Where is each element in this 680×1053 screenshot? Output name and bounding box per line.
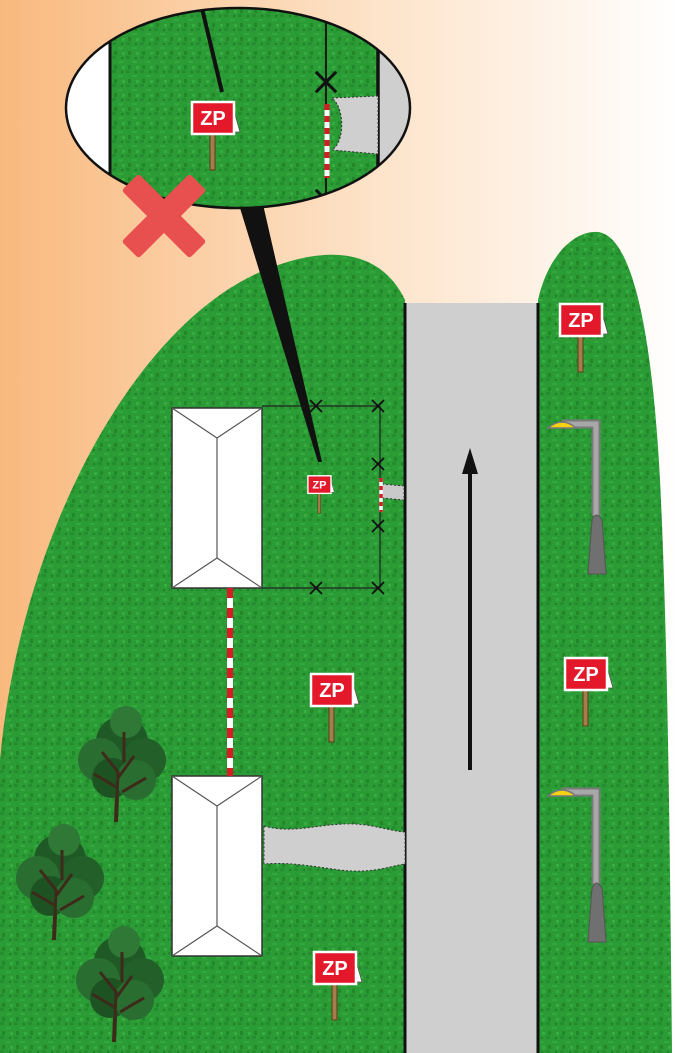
tent-upper [171,407,263,589]
zp-sign-small: ZP [307,475,335,514]
svg-text:ZP: ZP [319,680,345,702]
direction-arrow-icon [462,448,478,770]
svg-text:ZP: ZP [200,108,226,130]
zp-sign-left-middle: ZP [309,672,361,744]
path-lower [263,823,406,872]
right-grass-area [538,231,672,1053]
tent-lower [171,775,263,957]
callout-pointer [240,200,322,462]
svg-text:ZP: ZP [568,310,594,332]
red-x-icon [122,174,206,258]
path-upper [381,483,405,501]
svg-text:ZP: ZP [573,664,599,686]
zp-sign-left-bottom: ZP [312,950,364,1022]
zp-sign-right-top: ZP [558,302,610,374]
svg-text:ZP: ZP [322,958,348,980]
zp-sign-right-middle: ZP [563,656,615,728]
zp-sign-magnified: ZP [190,100,242,172]
svg-text:ZP: ZP [312,479,326,491]
